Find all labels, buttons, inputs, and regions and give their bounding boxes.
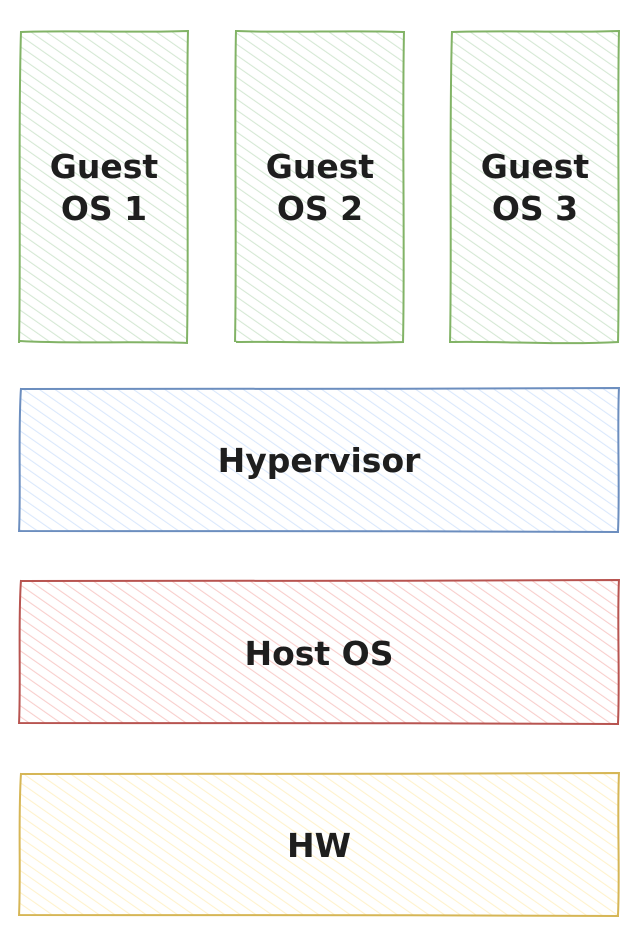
hypervisor-box: Hypervisor [18, 386, 620, 533]
hw-box: HW [18, 771, 620, 917]
guest-os-1-label-line2: OS 1 [61, 189, 147, 228]
guest-os-3-label-line2: OS 3 [492, 189, 578, 228]
host-os-label: Host OS [244, 634, 393, 673]
host-os-box: Host OS [18, 578, 620, 725]
guest-os-2-box: Guest OS 2 [234, 29, 405, 344]
guest-os-1-label-line1: Guest [50, 147, 159, 186]
guest-os-2-label-line2: OS 2 [277, 189, 363, 228]
guest-os-3-box: Guest OS 3 [449, 29, 620, 345]
guest-os-3-label-line1: Guest [481, 147, 590, 186]
guest-os-1-box: Guest OS 1 [18, 29, 189, 344]
hypervisor-label: Hypervisor [218, 441, 422, 480]
guest-os-2-label-line1: Guest [266, 147, 375, 186]
hw-label: HW [287, 826, 351, 865]
